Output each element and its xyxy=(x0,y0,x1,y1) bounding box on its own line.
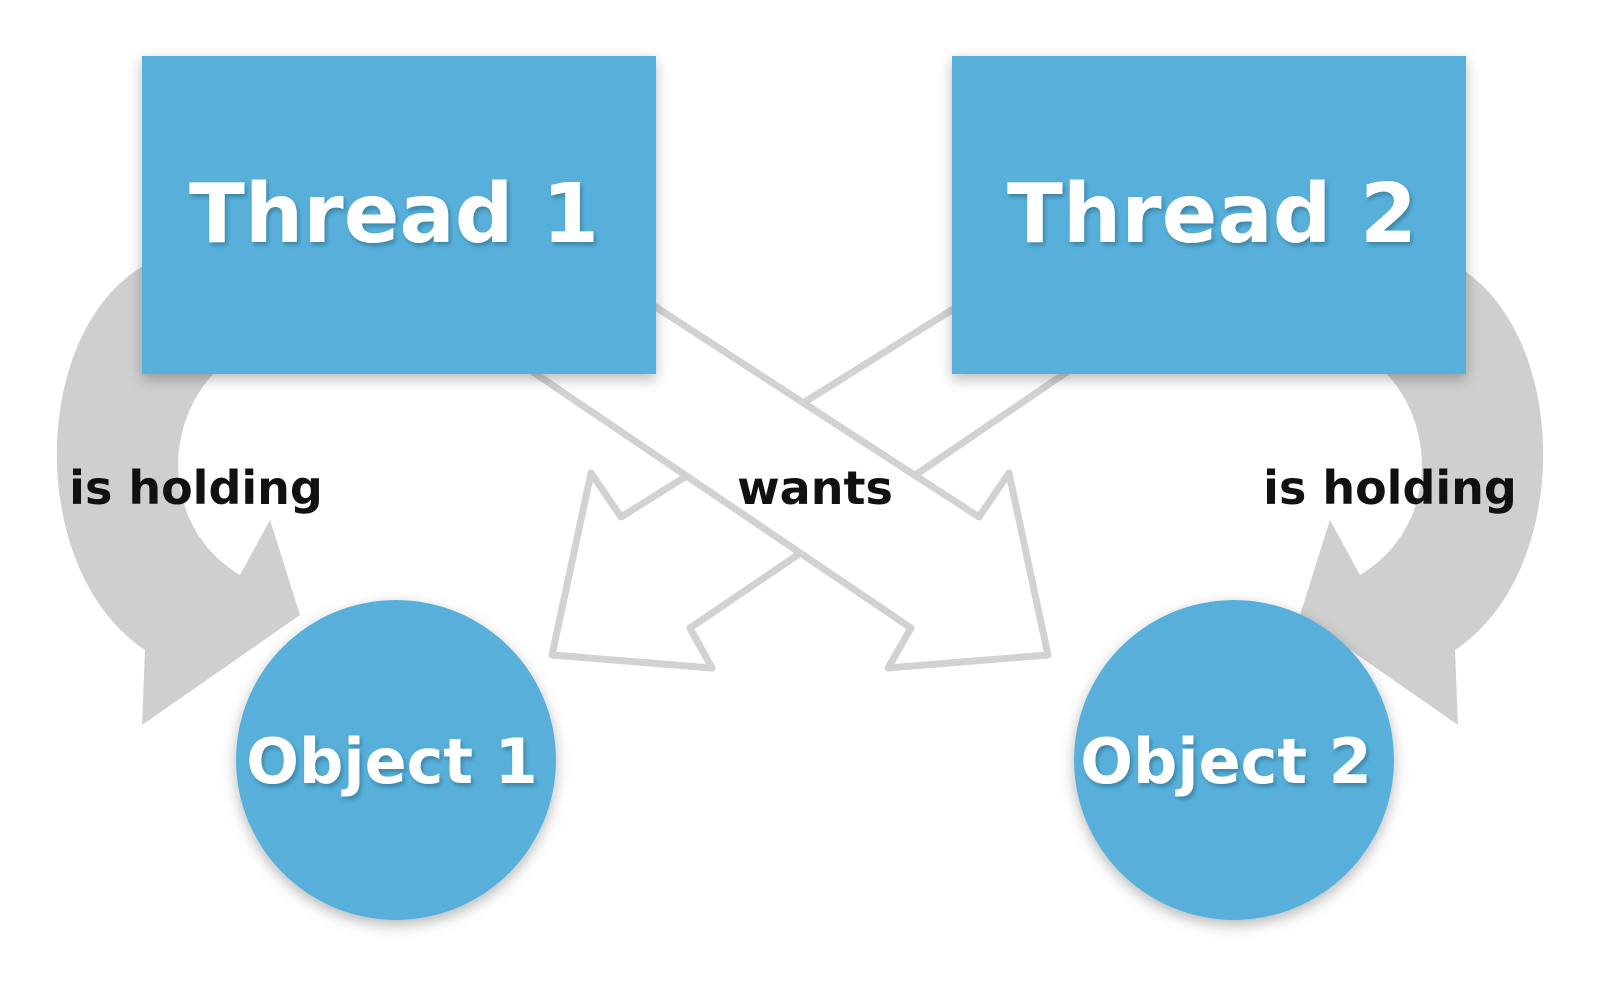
thread2-box xyxy=(952,56,1466,374)
thread1-label: Thread 1 xyxy=(189,167,599,262)
object1-label: Object 1 xyxy=(246,725,538,798)
thread2-label: Thread 2 xyxy=(1007,167,1417,262)
thread1-box xyxy=(142,56,656,374)
right-holding-arrow xyxy=(1300,265,1544,725)
object2-label: Object 2 xyxy=(1080,725,1372,798)
left-holding-label: is holding xyxy=(69,461,323,515)
object2-circle xyxy=(1074,600,1394,920)
object1-circle xyxy=(236,600,556,920)
wants-arrow-thread1-to-object2 xyxy=(529,296,1052,672)
right-holding-label: is holding xyxy=(1263,461,1517,515)
wants-label: wants xyxy=(737,461,893,515)
left-holding-arrow xyxy=(56,265,300,725)
